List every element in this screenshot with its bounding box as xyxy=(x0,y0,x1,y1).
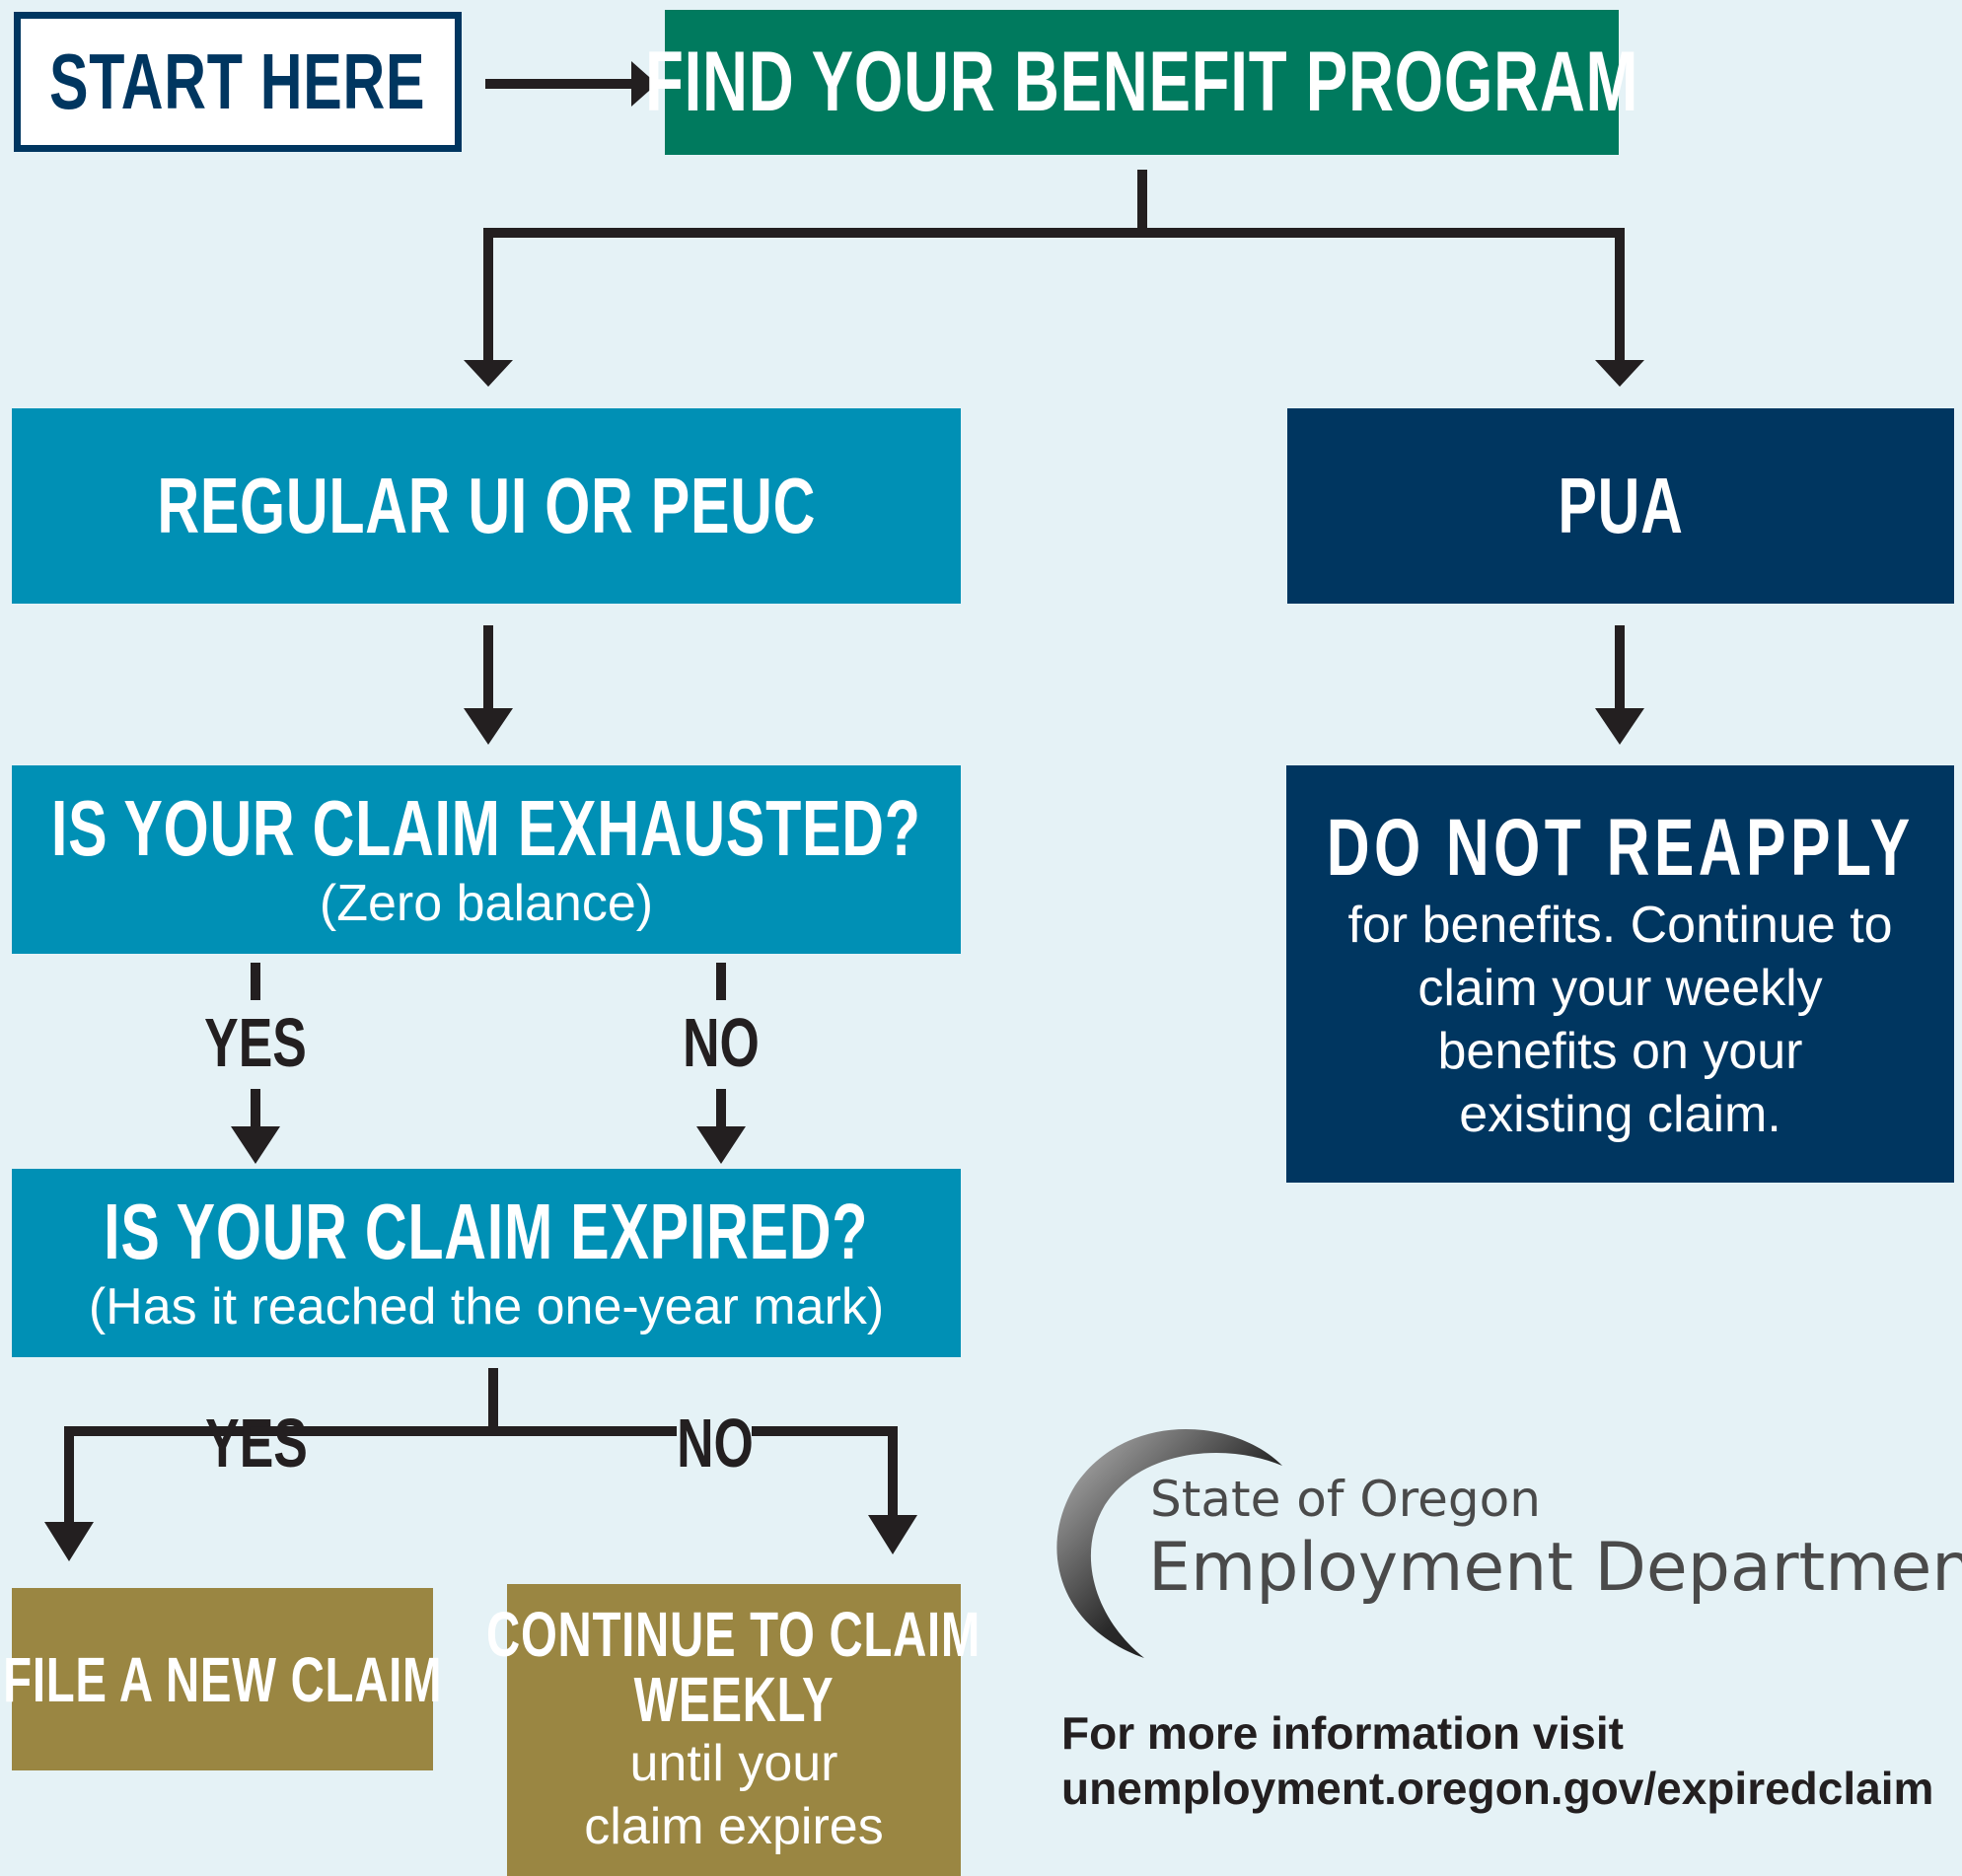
find-program-box: FIND YOUR BENEFIT PROGRAM xyxy=(645,10,1637,155)
exhausted-box: IS YOUR CLAIM EXHAUSTED? (Zero balance) xyxy=(12,765,961,954)
reapply-line: benefits on your xyxy=(1437,1022,1803,1080)
continue-title-line2: WEEKLY xyxy=(633,1664,835,1735)
oregon-swoosh-logo xyxy=(1056,1428,1282,1658)
reapply-title: DO NOT REAPPLY xyxy=(1326,802,1915,893)
pua-box: PUA xyxy=(1287,408,1954,604)
reapply-box: DO NOT REAPPLY for benefits. Continue to… xyxy=(1286,765,1954,1183)
exhausted-subtitle: (Zero balance) xyxy=(319,874,654,932)
continue-line2: claim expires xyxy=(584,1798,884,1855)
expired-title: IS YOUR CLAIM EXPIRED? xyxy=(104,1187,869,1275)
expired-subtitle: (Has it reached the one-year mark) xyxy=(88,1277,885,1335)
footer-url[interactable]: unemployment.oregon.gov/expiredclaim xyxy=(1061,1763,1934,1814)
file-new-claim-box: FILE A NEW CLAIM xyxy=(3,1588,441,1770)
expired-yes-label: YES xyxy=(205,1405,308,1481)
start-here-label: START HERE xyxy=(49,37,426,125)
exhausted-title: IS YOUR CLAIM EXHAUSTED? xyxy=(51,783,921,872)
branch-expired-yes xyxy=(64,1426,306,1522)
branch-expired-no xyxy=(752,1426,898,1515)
expired-no-label: NO xyxy=(677,1405,754,1481)
file-new-claim-label: FILE A NEW CLAIM xyxy=(2,1643,443,1715)
footer-info-text: For more information visit xyxy=(1061,1707,1624,1759)
continue-title-line1: CONTINUE TO CLAIM xyxy=(486,1599,981,1670)
pua-label: PUA xyxy=(1558,462,1684,549)
logo-employment-department: Employment Department xyxy=(1148,1529,1962,1607)
regular-ui-label: REGULAR UI OR PEUC xyxy=(157,462,816,549)
logo-state-of-oregon: State of Oregon xyxy=(1150,1471,1541,1528)
continue-line1: until your xyxy=(629,1735,838,1792)
start-here-box: START HERE xyxy=(14,12,462,152)
find-program-label: FIND YOUR BENEFIT PROGRAM xyxy=(644,35,1639,129)
branch-find xyxy=(483,228,1625,360)
expired-box: IS YOUR CLAIM EXPIRED? (Has it reached t… xyxy=(12,1169,961,1357)
continue-claim-box: CONTINUE TO CLAIM WEEKLY until your clai… xyxy=(486,1584,981,1876)
reapply-line: claim your weekly xyxy=(1417,959,1823,1017)
regular-ui-box: REGULAR UI OR PEUC xyxy=(12,408,961,604)
reapply-line: existing claim. xyxy=(1459,1085,1781,1143)
exhausted-no-label: NO xyxy=(683,1004,760,1081)
exhausted-yes-label: YES xyxy=(204,1004,307,1081)
reapply-line: for benefits. Continue to xyxy=(1347,896,1893,954)
